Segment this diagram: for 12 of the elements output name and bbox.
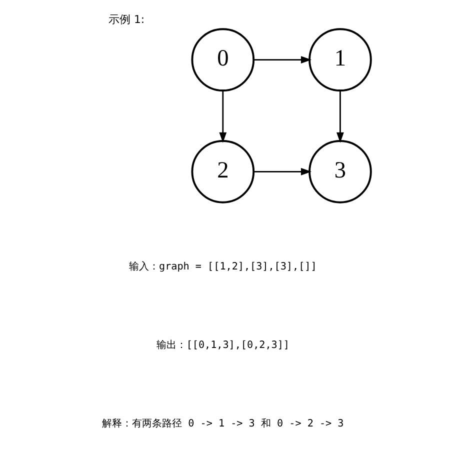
- arrow: [254, 168, 312, 176]
- arrow: [219, 90, 227, 143]
- node-circle: 0: [191, 28, 255, 92]
- diagram-title: 示例 1:: [108, 13, 145, 26]
- arrow: [336, 90, 344, 143]
- label: 输出：[[0,1,3],[0,2,3]]: [156, 340, 290, 351]
- node-circle: 1: [308, 28, 372, 92]
- label: 解释：有两条路径 0 -> 1 -> 3 和 0 -> 2 -> 3: [102, 418, 344, 430]
- arrow: [254, 56, 312, 64]
- node-circle: 2: [191, 140, 255, 204]
- label: 输入：graph = [[1,2],[3],[3],[]]: [129, 261, 317, 272]
- node-circle: 3: [308, 140, 372, 204]
